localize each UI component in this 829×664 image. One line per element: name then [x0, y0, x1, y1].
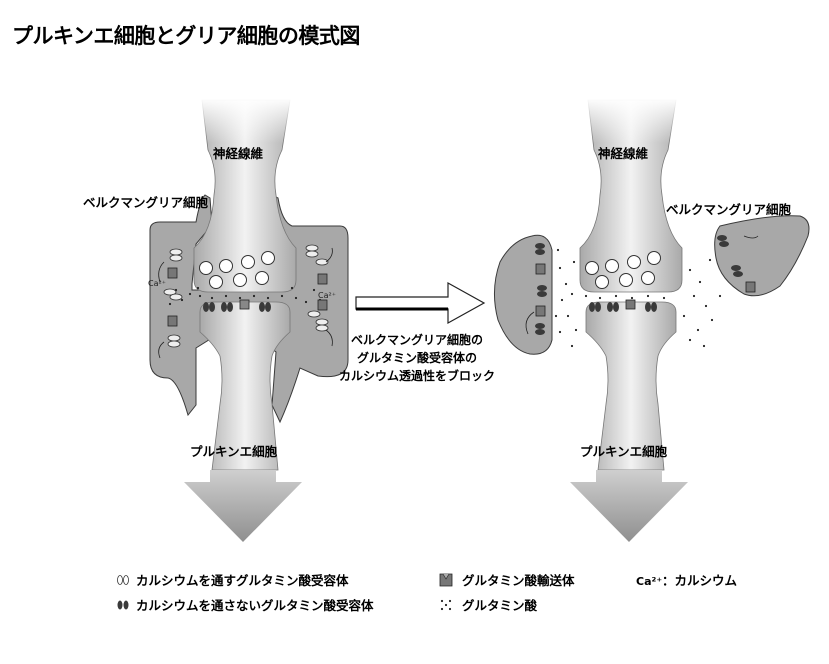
legend-permeable-receptor-label: カルシウムを通すグルタミン酸受容体 [136, 573, 349, 588]
transporters-right [535, 263, 756, 317]
ca-mark-left: Ca²⁺ [148, 279, 166, 288]
receptors-impermeable-right [535, 235, 743, 335]
purkinje-cell-label-left: プルキンエ細胞 [190, 444, 278, 459]
arrow-caption-line-3: カルシウム透過性をブロック [339, 368, 495, 383]
legend-permeable-receptor-icon [117, 575, 129, 585]
diagram-title: プルキンエ細胞とグリア細胞の模式図 [12, 24, 360, 48]
left-panel: Ca²⁺ Ca²⁺ [148, 98, 349, 542]
bergmann-glia-label-right: ベルクマングリア細胞 [666, 202, 792, 217]
transporters-left [239, 299, 250, 310]
bergmann-glia-label-left: ベルクマングリア細胞 [83, 195, 209, 210]
arrow-caption-line-2: グルタミン酸受容体の [357, 350, 477, 365]
legend-glutamate-icon [440, 599, 452, 611]
purkinje-arrow-right [570, 470, 688, 542]
transition-arrow [355, 281, 486, 325]
legend-transporter-label: グルタミン酸輸送体 [462, 573, 575, 588]
vesicles-right [585, 251, 661, 289]
receptors-impermeable-left [203, 302, 271, 312]
nerve-fiber-label-left: 神経線維 [213, 146, 264, 161]
glutamate-dots-right [554, 248, 722, 348]
legend-calcium-label: ：カルシウム [662, 573, 738, 588]
legend-impermeable-receptor-icon [117, 600, 129, 610]
glutamate-dots-left [168, 286, 322, 306]
purkinje-arrow-left [184, 470, 302, 542]
nerve-fiber-left [193, 99, 297, 293]
purkinje-cell-right [585, 301, 677, 471]
purkinje-cell-label-right: プルキンエ細胞 [580, 444, 668, 459]
calcium-arrows-right [525, 235, 759, 335]
calcium-arrows-left [158, 247, 333, 359]
nerve-fiber-right [579, 99, 683, 293]
transporters-glia-left [167, 267, 328, 327]
arrow-caption-line-1: ベルクマングリア細胞の [351, 332, 483, 347]
receptors-permeable-left [163, 244, 329, 348]
bergmann-glia-cell-right-b [714, 215, 810, 297]
legend-transporter-icon [439, 573, 453, 587]
purkinje-cell-left [199, 301, 291, 471]
right-panel [494, 98, 810, 542]
vesicles-left [199, 251, 275, 289]
ca-mark-left-2: Ca²⁺ [318, 291, 336, 300]
legend-calcium-key: Ca²⁺ [636, 575, 662, 588]
nerve-fiber-label-right: 神経線維 [598, 146, 649, 161]
legend: カルシウムを通すグルタミン酸受容体 カルシウムを通さないグルタミン酸受容体 グル… [117, 573, 738, 613]
legend-glutamate-label: グルタミン酸 [462, 598, 538, 613]
legend-impermeable-receptor-label: カルシウムを通さないグルタミン酸受容体 [136, 598, 374, 613]
